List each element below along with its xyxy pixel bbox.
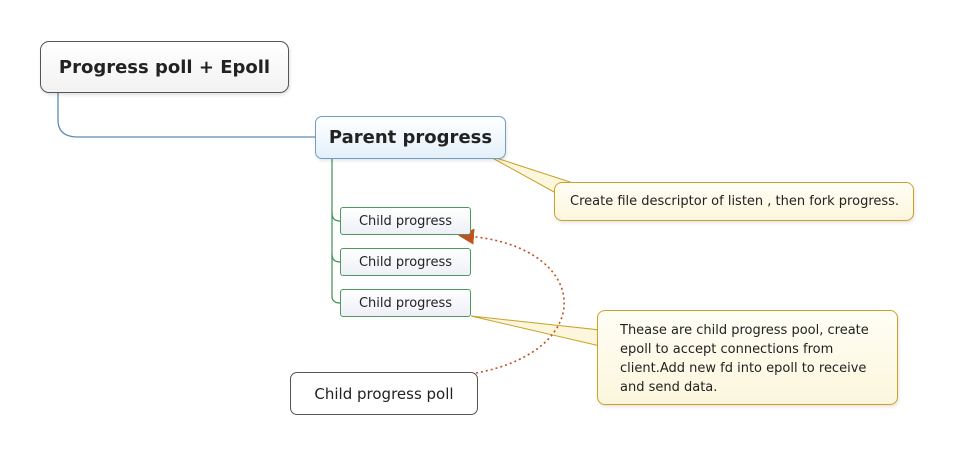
parent-topic[interactable]: Parent progress [315,116,506,159]
relationship-arrow [458,228,565,374]
callout-pointer-pool [470,315,601,347]
parent-topic-label: Parent progress [328,127,493,148]
root-topic-label: Progress poll + Epoll [58,56,271,78]
callout-pool-text: Thease are child progress pool, create e… [620,323,869,395]
child-topic-label: Child progress [358,213,453,229]
pool-topic[interactable]: Child progress poll [290,372,478,415]
child-topic-label: Child progress [358,295,453,311]
child-topic-3[interactable]: Child progress [340,289,471,317]
connector-root-parent [57,93,315,138]
root-topic[interactable]: Progress poll + Epoll [40,41,289,93]
pool-topic-label: Child progress poll [314,384,454,403]
connector-child-1 [331,212,341,222]
connector-child-2 [331,253,341,263]
callout-pool-note[interactable]: Thease are child progress pool, create e… [597,310,898,405]
child-topic-1[interactable]: Child progress [340,207,471,235]
connector-parent-children [331,159,341,304]
child-topic-2[interactable]: Child progress [340,248,471,276]
callout-parent-note[interactable]: Create file descriptor of listen , then … [554,182,914,221]
callout-parent-text: Create file descriptor of listen , then … [570,194,900,209]
child-topic-label: Child progress [358,254,453,270]
